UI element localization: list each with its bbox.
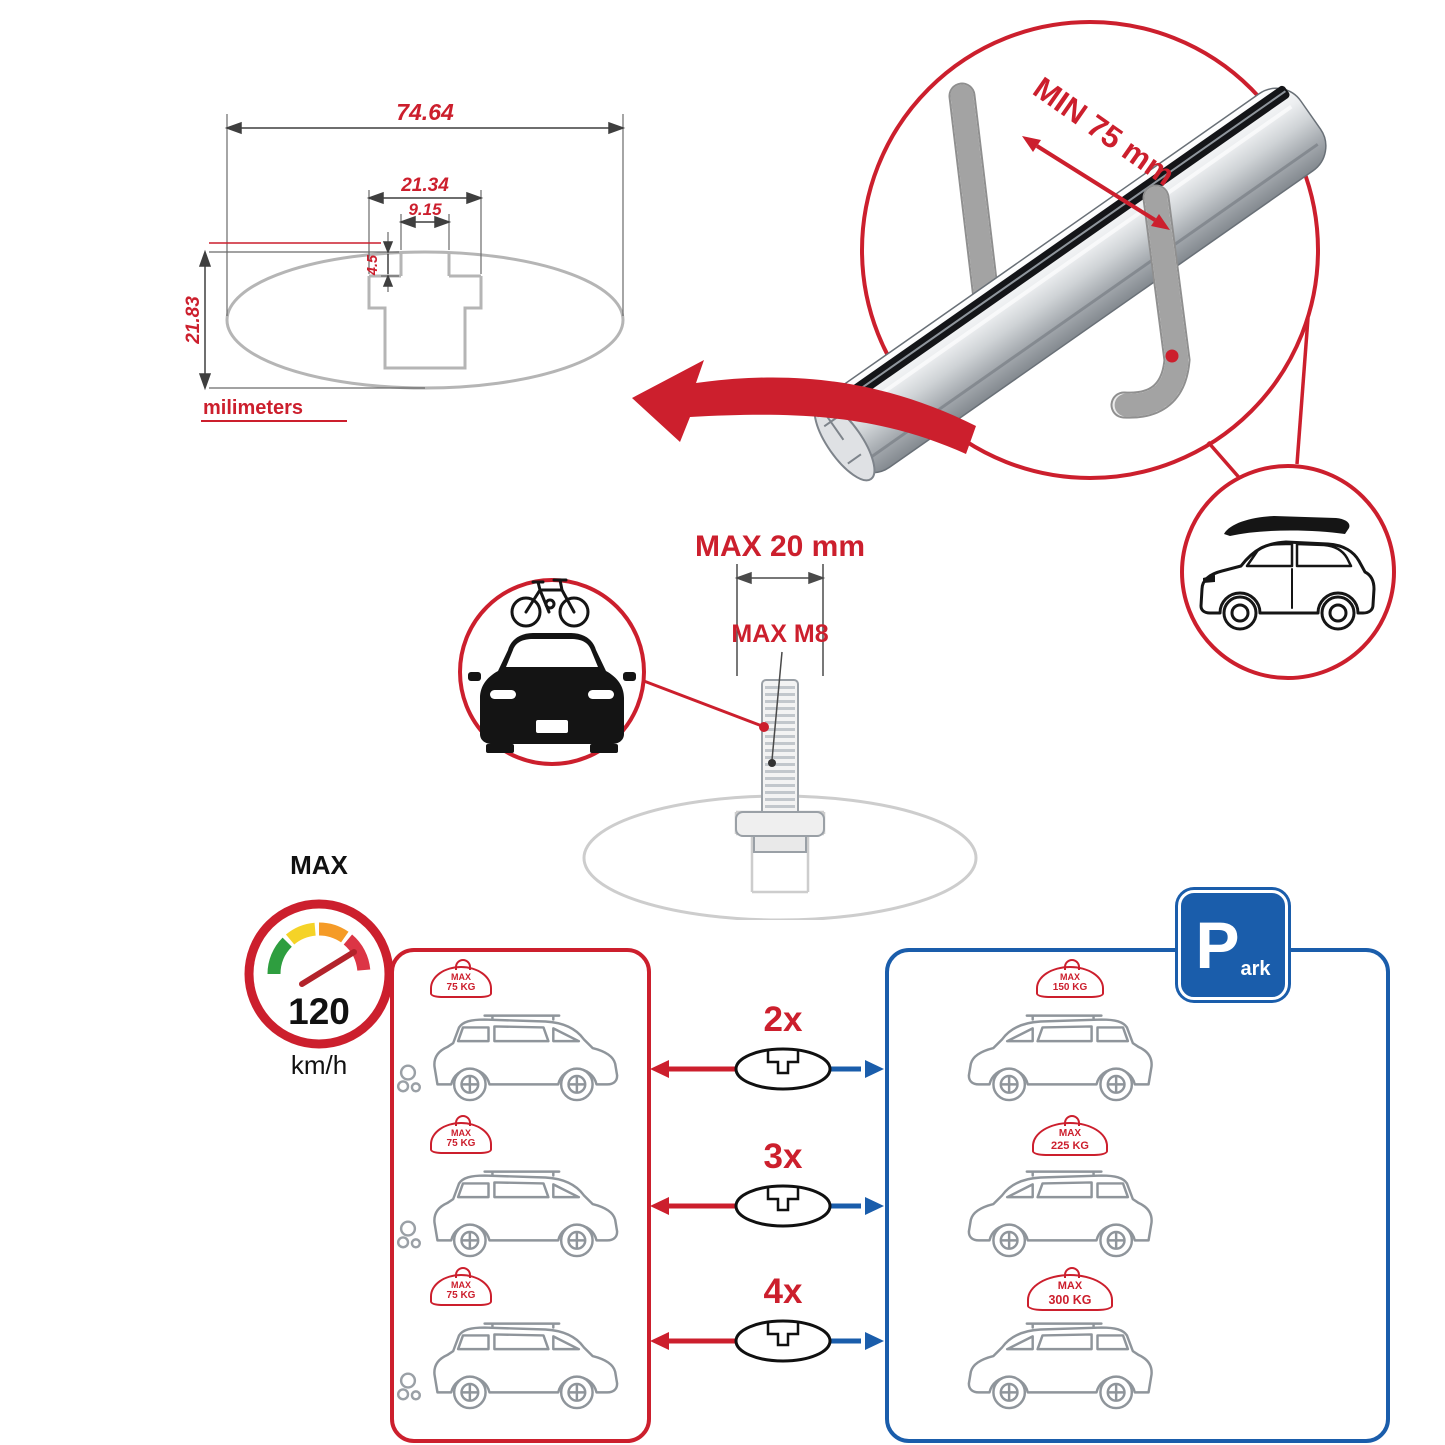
- badge-weight: 300 KG: [1048, 1292, 1092, 1307]
- bar-section-icon: [766, 1050, 800, 1075]
- callout-line-right: [1295, 317, 1310, 465]
- parking-sign: P ark: [1178, 890, 1288, 1000]
- badge-max-label: MAX: [1057, 1280, 1083, 1292]
- gauge-arc-segments: [267, 922, 371, 975]
- roof-load-badge: MAX 150 KG: [1036, 959, 1104, 998]
- hook-icon: [1064, 1267, 1080, 1278]
- badge-weight: 75 KG: [446, 1138, 476, 1150]
- driving-car-row: MAX 75 KG: [396, 1267, 636, 1412]
- dimension-lines: [198, 121, 626, 391]
- arrow-shape: [632, 360, 976, 454]
- bar-count-column: 2x 3x 4x: [650, 1000, 884, 1363]
- bar-count-group: 2x: [650, 1000, 884, 1091]
- car-illustration: [950, 1304, 1190, 1412]
- badge-weight: 225 KG: [1051, 1139, 1089, 1152]
- bar-count-label: 2x: [764, 1000, 803, 1039]
- bar-count-group: 3x: [650, 1137, 884, 1228]
- exhaust-puffs: [396, 1372, 422, 1401]
- min-clearance-arrow: [1022, 136, 1170, 230]
- roof-load-badge: MAX 75 KG: [430, 1267, 492, 1306]
- bar-section-icon: [766, 1322, 800, 1347]
- bike-leader-dot: [759, 722, 769, 732]
- car-roofbox-circle: [1180, 464, 1396, 680]
- dim-lip-depth: 4.5: [365, 254, 381, 276]
- aluminum-crossbar: [813, 85, 1327, 482]
- red-pointer-arrow: [632, 360, 976, 454]
- roof-load-badge: MAX 75 KG: [430, 959, 492, 998]
- t-slot-profile: [367, 252, 483, 370]
- u-bolt-rod-left: [948, 82, 1001, 320]
- speed-max-label: MAX: [290, 852, 348, 880]
- crossbar-cross-section-diagram: 74.64 21.34 9.15 4.5 21.83 milimeters: [185, 99, 626, 422]
- dim-total-width: 74.64: [396, 99, 454, 125]
- badge-max-label: MAX: [1058, 1128, 1082, 1139]
- dim-total-height: 21.83: [185, 296, 204, 345]
- speed-value: 120: [288, 991, 350, 1032]
- gauge-needle: [299, 949, 357, 987]
- badge-weight: 75 KG: [446, 982, 476, 994]
- bar-count-label: 4x: [764, 1272, 803, 1311]
- bike-icon: [510, 578, 590, 628]
- bike-circle-leader: [635, 676, 763, 728]
- roof-load-badge: MAX 225 KG: [1032, 1115, 1108, 1157]
- u-bolt-rod-right: [1110, 184, 1191, 419]
- badge-max-label: MAX: [451, 972, 471, 982]
- bolt-dimension-section: MAX 20 mm MAX M8: [458, 530, 978, 920]
- crossbar-render-section: MIN 75 mm: [813, 20, 1396, 680]
- hook-icon: [455, 1115, 471, 1126]
- parked-car-row: MAX 150 KG: [950, 959, 1190, 1104]
- parking-sign-letter: P: [1195, 908, 1240, 982]
- clamp-point-dot: [1165, 349, 1179, 363]
- roof-load-badge: MAX 300 KG: [1027, 1267, 1113, 1312]
- car-illustration: [396, 996, 636, 1104]
- leader-dot: [768, 759, 776, 767]
- car-with-roof-box-icon: [1199, 516, 1376, 631]
- badge-weight: 150 KG: [1052, 982, 1088, 994]
- speed-unit: km/h: [291, 1050, 347, 1080]
- hook-icon: [455, 959, 471, 970]
- car-front-icon: [468, 633, 636, 753]
- bar-count-label: 3x: [764, 1137, 803, 1176]
- speed-limit-gauge: MAX 120 km/h: [244, 852, 394, 1080]
- driving-car-row: MAX 75 KG: [396, 1115, 636, 1260]
- parked-car-row: MAX 300 KG: [950, 1267, 1190, 1412]
- badge-max-label: MAX: [451, 1280, 471, 1290]
- badge-max-label: MAX: [451, 1128, 471, 1138]
- exhaust-puffs: [396, 1064, 422, 1093]
- car-illustration: [950, 996, 1190, 1104]
- badge-max-label: MAX: [1060, 972, 1080, 982]
- badge-weight: 75 KG: [446, 1290, 476, 1302]
- roof-load-badge: MAX 75 KG: [430, 1115, 492, 1154]
- max-thread-label: MAX M8: [731, 620, 828, 648]
- hook-icon: [455, 1267, 471, 1278]
- car-illustration: [396, 1152, 636, 1260]
- max-width-label: MAX 20 mm: [695, 530, 865, 563]
- parked-loads-panel: [885, 948, 1390, 1443]
- bolt-dimension-lines: [734, 564, 826, 761]
- car-illustration: [396, 1304, 636, 1412]
- driving-car-row: MAX 75 KG: [396, 959, 636, 1104]
- bar-section-icon: [766, 1187, 800, 1212]
- dim-slot-inner-width: 9.15: [408, 200, 442, 219]
- hook-icon: [1064, 1115, 1080, 1126]
- parking-sign-suffix: ark: [1240, 958, 1271, 980]
- hook-icon: [1064, 959, 1080, 970]
- callout-line-left: [1206, 440, 1245, 484]
- units-label: milimeters: [203, 397, 303, 419]
- threaded-bolt-icon: [735, 679, 825, 853]
- car-illustration: [950, 1152, 1190, 1260]
- dim-slot-outer-width: 21.34: [400, 175, 449, 196]
- exhaust-puffs: [396, 1220, 422, 1249]
- parked-car-row: MAX 225 KG: [950, 1115, 1190, 1260]
- bar-count-group: 4x: [650, 1272, 884, 1363]
- driving-loads-panel: [390, 948, 651, 1443]
